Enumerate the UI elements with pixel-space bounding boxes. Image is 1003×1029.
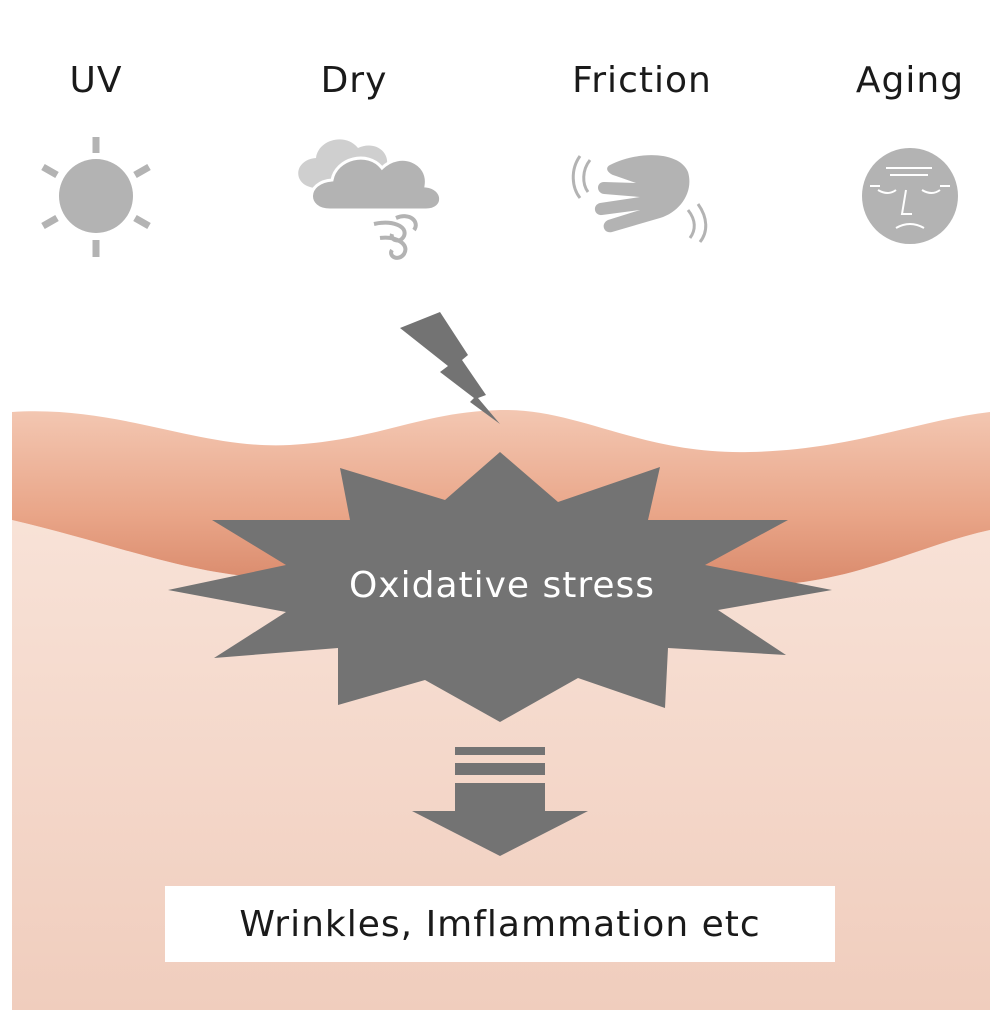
factor-label-friction: Friction [572,60,712,101]
oxidative-stress-label: Oxidative stress [348,565,656,606]
result-label: Wrinkles, Imflammation etc [239,903,761,945]
aged-face-icon [862,148,958,244]
sun-icon [41,137,151,257]
lightning-bolt-icon [400,312,500,424]
result-box: Wrinkles, Imflammation etc [165,886,835,962]
factor-label-aging: Aging [855,60,965,101]
factor-label-dry: Dry [320,60,388,101]
down-arrow-icon [412,747,588,856]
factor-label-uv: UV [69,60,123,101]
hand-icon [571,155,708,243]
cloud-wind-icon [298,139,443,260]
oxidative-stress-burst [168,452,832,722]
